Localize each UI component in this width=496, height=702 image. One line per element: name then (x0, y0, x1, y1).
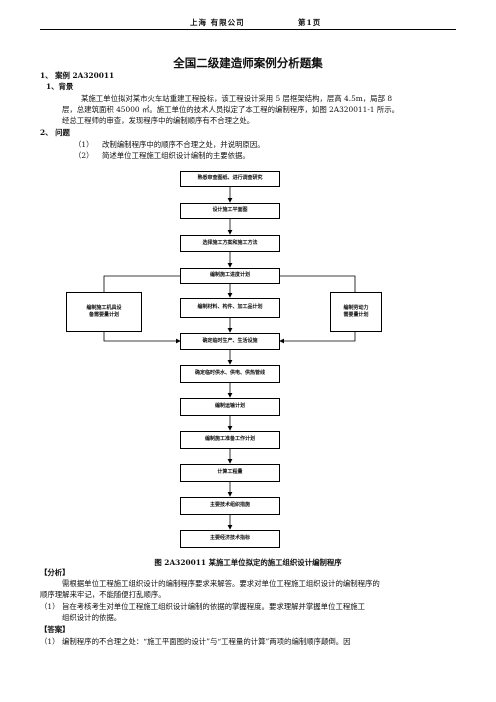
case-heading: 1、 案例 2A320011 (40, 71, 115, 80)
question-2-text: 简述单位工程施工组织设计编制的主要依据。 (102, 151, 250, 160)
answer-item-1-number: （1） (40, 637, 60, 646)
background-heading: 1、背景 (46, 82, 74, 91)
flow-side-right-line-1: 编制劳动力 (343, 304, 369, 311)
flow-side-left-line-1: 编制施工机具设 (86, 304, 122, 311)
analysis-item-1-line-1: 旨在考核考生对单位工程施工组织设计编制的依据的掌握程度。要求理解并掌握单位工程施… (62, 602, 366, 611)
header-company: 上海 有限公司 (190, 18, 245, 27)
answer-heading: 【答案】 (40, 625, 70, 634)
analysis-heading: 【分析】 (40, 568, 70, 577)
answer-item-1-text: 编制程序的不合理之处：“施工平面图的设计”与“工程量的计算”两项的编制顺序颠倒。… (62, 637, 351, 646)
flow-step-8: 编制运输计划 (180, 398, 280, 416)
analysis-item-1-line-2: 组织设计的依据。 (62, 613, 122, 622)
flow-step-12: 主要经济技术指标 (180, 530, 280, 548)
document-title: 全国二级建造师案例分析题集 (173, 56, 323, 70)
flow-step-1: 熟悉审查图纸、进行调查研究 (180, 171, 280, 187)
flow-side-left: 编制施工机具设 备需要量计划 (66, 292, 142, 332)
flow-side-left-line-2: 备需要量计划 (88, 312, 119, 318)
flow-step-11: 主要技术组织措施 (180, 497, 280, 515)
page-header: 上海 有限公司 第1页 (40, 17, 456, 30)
flow-side-right-line-2: 需要量计划 (343, 312, 369, 318)
flow-step-6: 确定临时生产、生活设施 (180, 333, 280, 350)
analysis-item-1-number: （1） (40, 602, 60, 611)
question-2-number: （2） (74, 151, 94, 160)
question-1-number: （1） (74, 140, 94, 149)
flow-step-10: 计算工程量 (180, 464, 280, 482)
background-text-line-2: 层，总建筑面积 45000 ㎡。施工单位的技术人员拟定了本工程的编制程序，如图 … (62, 105, 400, 114)
flow-step-7: 确定临时供水、供电、供热管线 (180, 365, 280, 383)
figure-caption: 图 2A320011 某施工单位拟定的施工组织设计编制程序 (154, 558, 342, 567)
background-text-line-1: 某施工单位拟对某市火车站重建工程投标，该工程设计采用 5 层框架结构，层高 4.… (81, 94, 393, 103)
analysis-line-1: 需根据单位工程施工组织设计的编制程序要求来解答。要求对单位工程施工组织设计的编制… (62, 579, 380, 588)
background-text-line-3: 经总工程师的审查，发现程序中的编制顺序有不合理之处。 (62, 116, 255, 125)
flow-step-2: 设计施工平面图 (180, 203, 280, 219)
flow-step-5: 编制材料、构件、加工品计划 (180, 298, 280, 318)
header-page-number: 第1页 (298, 18, 322, 27)
question-1-text: 改制编制程序中的顺序不合理之处，并说明原因。 (102, 140, 265, 149)
analysis-line-2: 顺序理解来牢记，不能随便打乱顺序。 (40, 590, 166, 599)
flow-step-9: 编制施工准备工作计划 (180, 431, 280, 449)
flow-step-3: 选择施工方案和施工方法 (180, 235, 280, 252)
flow-side-right: 编制劳动力 需要量计划 (330, 292, 382, 332)
question-heading: 2、 问题 (40, 128, 70, 137)
flow-step-4: 编制施工进度计划 (180, 268, 280, 284)
